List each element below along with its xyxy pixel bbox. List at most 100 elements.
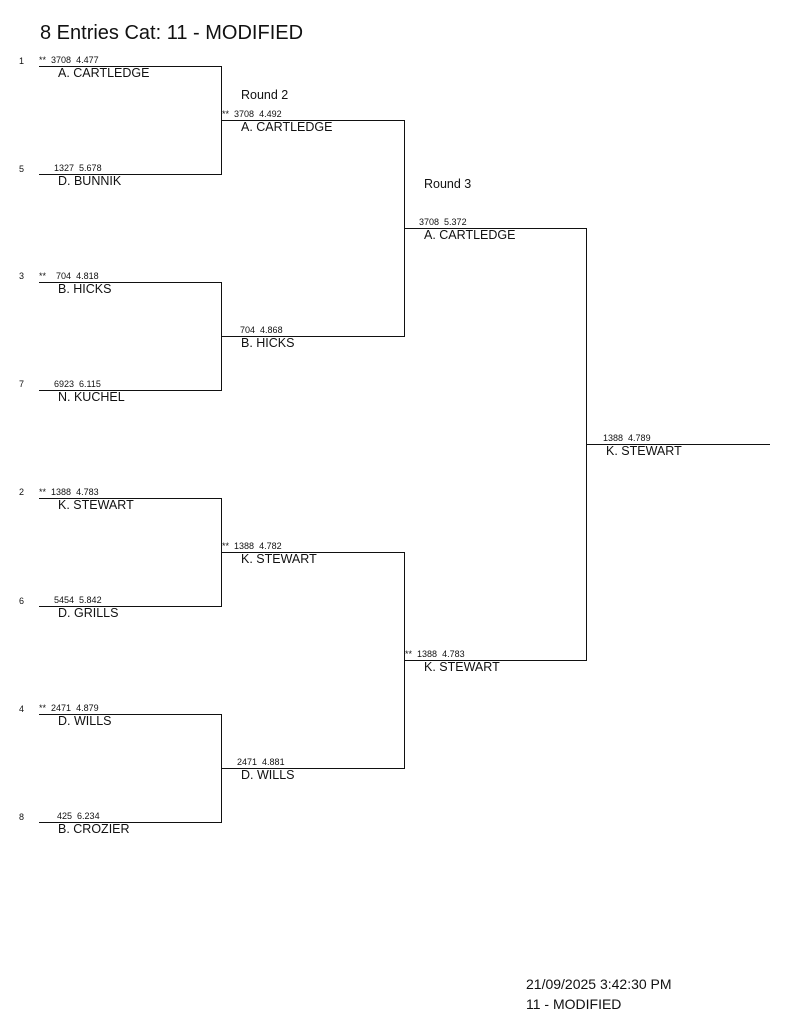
bracket-line xyxy=(39,822,222,823)
winner-mark: ** xyxy=(39,271,47,281)
entry-time: 4.881 xyxy=(262,757,285,767)
entry-stats: ** 704 4.818 xyxy=(39,272,99,281)
entry-number: 2471 xyxy=(237,757,258,767)
entry-name: B. CROZIER xyxy=(58,822,130,836)
bracket-line xyxy=(39,606,222,607)
round1-entry: ** 704 4.818 B. HICKS xyxy=(39,272,222,390)
bracket-connector xyxy=(404,552,405,768)
round1-entry: ** 1388 4.783 K. STEWART xyxy=(39,488,222,606)
entry-stats: 704 4.868 xyxy=(240,326,283,335)
entry-stats: ** 1388 4.783 xyxy=(39,488,99,497)
entry-time: 4.477 xyxy=(76,55,99,65)
entry-name: K. STEWART xyxy=(241,552,317,566)
entry-number: 3708 xyxy=(234,109,255,119)
bracket-connector xyxy=(221,498,222,606)
round-2-label: Round 2 xyxy=(241,88,289,102)
bracket-connector xyxy=(586,228,587,660)
bracket-connector xyxy=(221,714,222,822)
bracket-connector xyxy=(221,282,222,390)
entry-number: 1388 xyxy=(51,487,72,497)
entry-time: 4.783 xyxy=(442,649,465,659)
entry-time: 5.678 xyxy=(79,163,102,173)
winner-mark: ** xyxy=(222,109,230,119)
entry-number: 704 xyxy=(56,271,72,281)
bracket-line xyxy=(222,120,405,121)
footer-category: 11 - MODIFIED xyxy=(526,996,622,1012)
entry-time: 4.782 xyxy=(259,541,282,551)
round1-entry: ** 2471 4.879 D. WILLS xyxy=(39,704,222,822)
winner-mark: ** xyxy=(39,55,47,65)
entry-time: 6.115 xyxy=(79,379,101,389)
entry-stats: 3708 5.372 xyxy=(419,218,467,227)
seed-number: 8 xyxy=(19,812,25,822)
entry-stats: ** 3708 4.477 xyxy=(39,56,99,65)
entry-number: 1388 xyxy=(603,433,624,443)
entry-time: 4.868 xyxy=(260,325,283,335)
bracket-line xyxy=(39,498,222,499)
bracket-line xyxy=(39,66,222,67)
bracket-line xyxy=(39,282,222,283)
entry-name: D. GRILLS xyxy=(58,606,119,620)
round-3-label: Round 3 xyxy=(424,177,472,191)
bracket-line xyxy=(405,228,587,229)
entry-number: 1388 xyxy=(417,649,438,659)
page-title: 8 Entries Cat: 11 - MODIFIED xyxy=(40,22,304,44)
entry-name: K. STEWART xyxy=(606,444,682,458)
entry-stats: ** 2471 4.879 xyxy=(39,704,99,713)
entry-name: D. WILLS xyxy=(241,768,295,782)
winner-mark: ** xyxy=(405,649,413,659)
entry-stats: 1388 4.789 xyxy=(603,434,651,443)
entry-stats: ** 3708 4.492 xyxy=(222,110,282,119)
entry-time: 4.492 xyxy=(259,109,282,119)
round1-entry: 425 6.234 B. CROZIER xyxy=(39,812,222,862)
entry-number: 1388 xyxy=(234,541,255,551)
bracket-line xyxy=(222,336,405,337)
bracket-connector xyxy=(404,120,405,336)
entry-name: K. STEWART xyxy=(424,660,500,674)
entry-stats: ** 1388 4.783 xyxy=(405,650,465,659)
bracket-line xyxy=(587,444,770,445)
round1-entry: 6923 6.115 N. KUCHEL xyxy=(39,380,222,430)
seed-number: 6 xyxy=(19,596,25,606)
round2-entry: ** 3708 4.492 A. CARTLEDGE xyxy=(222,110,405,336)
entry-number: 2471 xyxy=(51,703,72,713)
entry-number: 425 xyxy=(57,811,73,821)
entry-number: 3708 xyxy=(51,55,72,65)
round1-entry: 5454 5.842 D. GRILLS xyxy=(39,596,222,646)
final-winner-entry: 1388 4.789 K. STEWART xyxy=(587,434,770,484)
entry-number: 1327 xyxy=(54,163,75,173)
entry-number: 3708 xyxy=(419,217,440,227)
entry-stats: 1327 5.678 xyxy=(54,164,102,173)
winner-mark: ** xyxy=(222,541,230,551)
round3-entry: 3708 5.372 A. CARTLEDGE xyxy=(405,218,587,660)
entry-stats: 6923 6.115 xyxy=(54,380,101,389)
bracket-line xyxy=(405,660,587,661)
entry-name: D. BUNNIK xyxy=(58,174,122,188)
entry-name: K. STEWART xyxy=(58,498,134,512)
seed-number: 1 xyxy=(19,56,25,66)
entry-time: 6.234 xyxy=(77,811,100,821)
seed-number: 2 xyxy=(19,487,25,497)
round2-entry: 2471 4.881 D. WILLS xyxy=(222,758,405,808)
bracket-line xyxy=(222,768,405,769)
bracket-line xyxy=(222,552,405,553)
round1-entry: ** 3708 4.477 A. CARTLEDGE xyxy=(39,56,222,174)
seed-number: 7 xyxy=(19,379,25,389)
entry-stats: 425 6.234 xyxy=(57,812,100,821)
entry-time: 4.783 xyxy=(76,487,99,497)
entry-name: B. HICKS xyxy=(58,282,112,296)
bracket-line xyxy=(39,174,222,175)
entry-name: B. HICKS xyxy=(241,336,295,350)
entry-number: 5454 xyxy=(54,595,75,605)
bracket-connector xyxy=(221,66,222,174)
entry-stats: 2471 4.881 xyxy=(237,758,285,767)
bracket-line xyxy=(39,390,222,391)
round3-entry: ** 1388 4.783 K. STEWART xyxy=(405,650,587,700)
entry-stats: ** 1388 4.782 xyxy=(222,542,282,551)
entry-name: A. CARTLEDGE xyxy=(58,66,150,80)
entry-time: 4.879 xyxy=(76,703,99,713)
entry-name: N. KUCHEL xyxy=(58,390,125,404)
entry-name: A. CARTLEDGE xyxy=(424,228,516,242)
seed-number: 3 xyxy=(19,271,25,281)
winner-mark: ** xyxy=(39,703,47,713)
